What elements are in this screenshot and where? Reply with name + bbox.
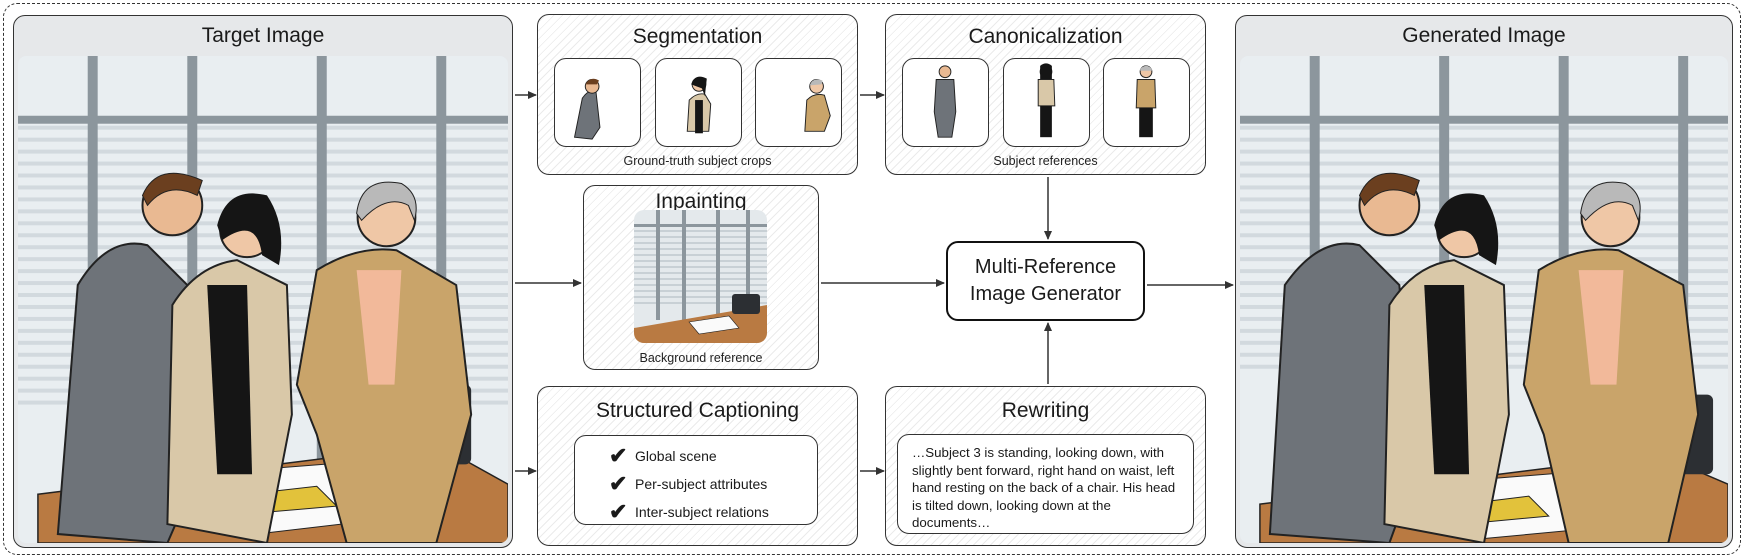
- crop-subject-3: [755, 58, 842, 147]
- generated-image: [1240, 56, 1728, 543]
- inpainting-title: Inpainting: [655, 190, 747, 213]
- caption-checklist: ✔ Global scene ✔ Per-subject attributes …: [574, 435, 818, 525]
- target-image: [18, 56, 508, 543]
- target-image-panel: Target Image: [13, 15, 513, 548]
- segmentation-title: Segmentation: [632, 25, 763, 48]
- structured-captioning-title: Structured Captioning: [595, 399, 800, 422]
- crop-subject-1: [554, 58, 641, 147]
- segmentation-caption: Ground-truth subject crops: [623, 154, 772, 168]
- crop-subject-2: [655, 58, 742, 147]
- rewritten-caption: …Subject 3 is standing, looking down, wi…: [897, 434, 1194, 534]
- pipeline-frame: [3, 3, 1741, 555]
- generated-image-title: Generated Image: [1402, 24, 1566, 47]
- target-image-title: Target Image: [201, 24, 325, 47]
- inpainting-caption: Background reference: [639, 351, 763, 365]
- generator-line-2: Image Generator: [969, 283, 1122, 305]
- checklist-item: ✔ Global scene: [609, 443, 717, 469]
- reference-subject-1: [902, 58, 989, 147]
- canonicalization-title: Canonicalization: [968, 25, 1123, 48]
- background-reference-image: [634, 210, 767, 343]
- checklist-item-label: Global scene: [635, 448, 717, 464]
- checklist-item: ✔ Inter-subject relations: [609, 499, 769, 525]
- reference-subject-2: [1003, 58, 1090, 147]
- reference-subject-3: [1103, 58, 1190, 147]
- checklist-item: ✔ Per-subject attributes: [609, 471, 767, 497]
- generated-image-panel: Generated Image: [1235, 15, 1733, 548]
- rewriting-title: Rewriting: [1001, 399, 1090, 422]
- checklist-item-label: Inter-subject relations: [635, 504, 769, 520]
- checklist-item-label: Per-subject attributes: [635, 476, 768, 492]
- checkmark-icon: ✔: [609, 443, 628, 468]
- checkmark-icon: ✔: [609, 499, 628, 524]
- generator-line-1: Multi-Reference: [974, 256, 1117, 278]
- multi-reference-image-generator: Multi-Reference Image Generator: [946, 241, 1145, 321]
- checkmark-icon: ✔: [609, 471, 628, 496]
- canonicalization-caption: Subject references: [993, 154, 1098, 168]
